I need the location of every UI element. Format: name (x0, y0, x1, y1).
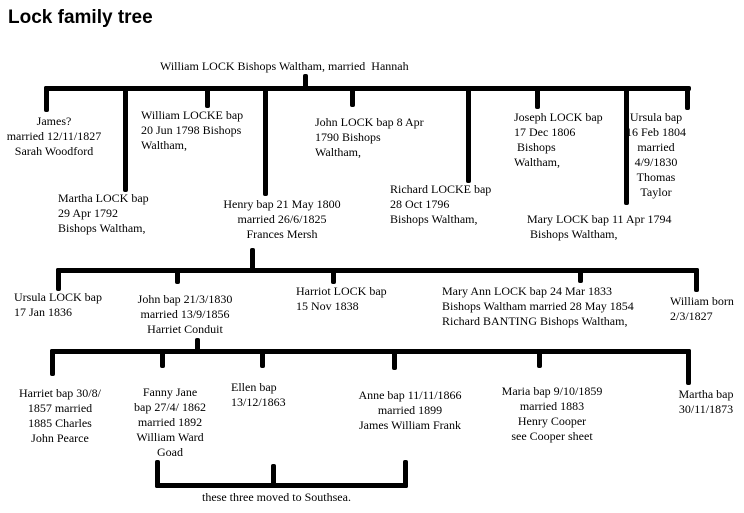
connector (175, 268, 180, 284)
connector (260, 349, 265, 368)
person-william: William LOCKE bap 20 Jun 1798 Bishops Wa… (141, 108, 244, 152)
bracket-bar (155, 483, 408, 488)
connector (392, 349, 397, 370)
root-person: William LOCK Bishops Waltham, married Ha… (160, 59, 409, 73)
connector (50, 349, 55, 376)
person-ursula-lock: Ursula LOCK bap 17 Jan 1836 (14, 290, 102, 319)
page-title: Lock family tree (8, 7, 153, 28)
person-martha-1873: Martha bap 30/11/1873 (678, 387, 734, 416)
person-john-1830: John bap 21/3/1830 married 13/9/1856 Har… (137, 292, 233, 336)
connector (686, 349, 691, 385)
person-anne: Anne bap 11/11/1866 married 1899 James W… (358, 388, 462, 432)
person-henry: Henry bap 21 May 1800 married 26/6/1825 … (223, 197, 341, 241)
connector (263, 86, 268, 196)
connector (205, 86, 210, 108)
connector (250, 248, 255, 272)
person-james: James? married 12/11/1827 Sarah Woodford (6, 114, 102, 158)
connector (195, 338, 200, 354)
connector (303, 74, 308, 90)
bracket-line (155, 460, 160, 488)
connector (331, 268, 336, 284)
person-harriot: Harriot LOCK bap 15 Nov 1838 (296, 284, 387, 313)
person-william-1827: William born 2/3/1827 (670, 294, 734, 323)
connector (624, 86, 629, 205)
connector (685, 86, 690, 110)
connector (466, 86, 471, 183)
connector (56, 268, 61, 291)
sibling-bar-gen2 (56, 268, 699, 273)
person-mary-ann: Mary Ann LOCK bap 24 Mar 1833 Bishops Wa… (442, 284, 634, 328)
person-joseph: Joseph LOCK bap 17 Dec 1806 Bishops Walt… (514, 110, 603, 169)
connector (578, 268, 583, 283)
connector (537, 349, 542, 368)
bracket-line (403, 460, 408, 488)
connector (350, 86, 355, 107)
person-john: John LOCK bap 8 Apr 1790 Bishops Waltham… (315, 115, 424, 159)
connector (535, 86, 540, 109)
person-ellen: Ellen bap 13/12/1863 (231, 380, 286, 409)
connector (160, 349, 165, 368)
sibling-bar-gen1 (44, 86, 691, 91)
person-martha: Martha LOCK bap 29 Apr 1792 Bishops Walt… (58, 191, 149, 235)
sibling-bar-gen3 (50, 349, 691, 354)
person-maria: Maria bap 9/10/1859 married 1883 Henry C… (501, 384, 603, 443)
connector (694, 268, 699, 292)
bracket-line (271, 464, 276, 488)
person-harriet: Harriet bap 30/8/ 1857 married 1885 Char… (19, 386, 101, 445)
connector (44, 86, 49, 112)
connector (123, 86, 128, 192)
person-ursula: Ursula bap 16 Feb 1804 married 4/9/1830 … (626, 110, 686, 199)
person-mary: Mary LOCK bap 11 Apr 1794 Bishops Waltha… (527, 212, 672, 241)
person-richard: Richard LOCKE bap 28 Oct 1796 Bishops Wa… (390, 182, 492, 226)
person-fanny-jane: Fanny Jane bap 27/4/ 1862 married 1892 W… (134, 385, 206, 459)
southsea-note: these three moved to Southsea. (202, 490, 351, 504)
